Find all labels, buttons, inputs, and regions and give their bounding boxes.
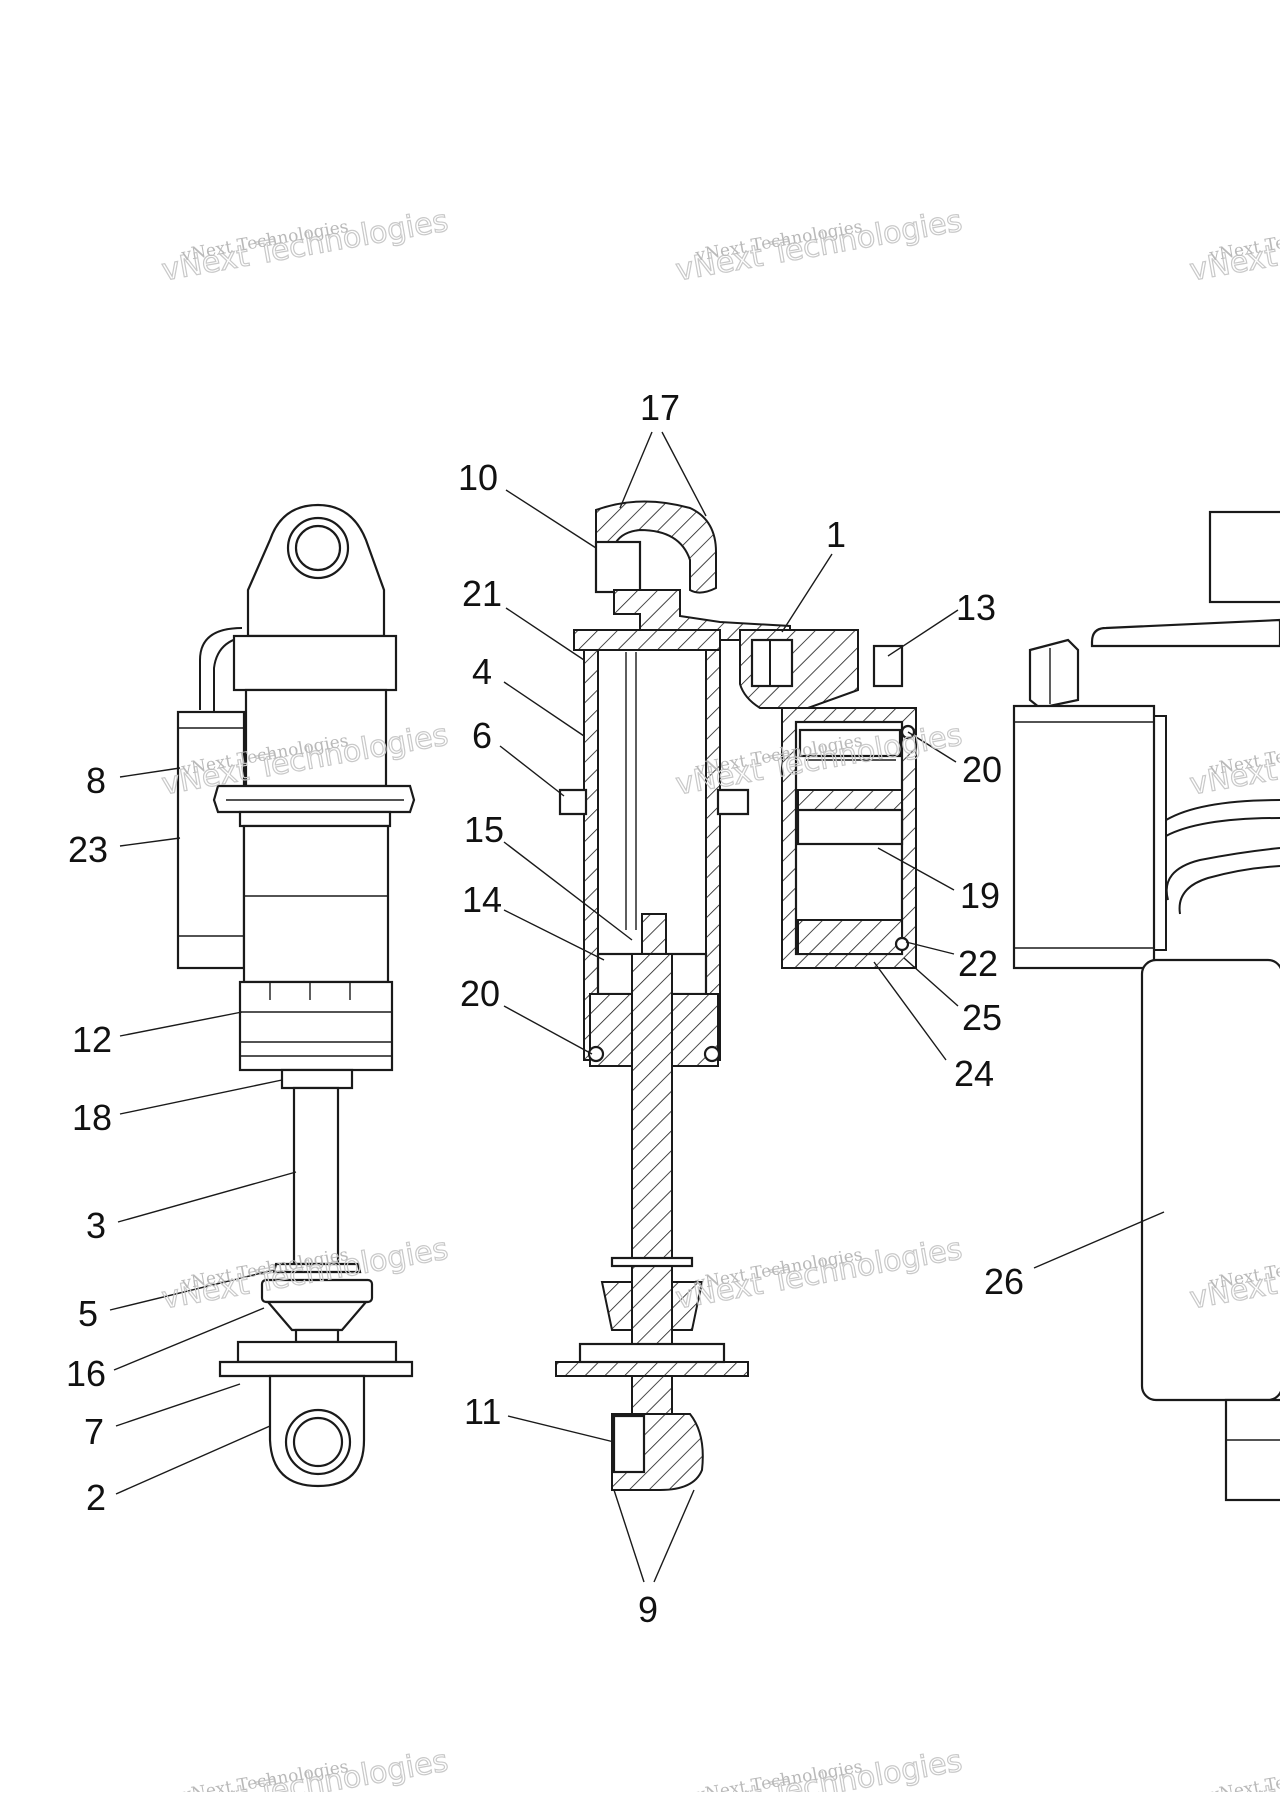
callout-9: 9 [638,1589,658,1630]
callout-21: 21 [462,573,502,614]
callout-3: 3 [86,1205,106,1246]
watermark: vNext Technologies vNext Technologies [1187,203,1280,289]
callout-4: 4 [472,651,492,692]
watermark: vNext Technologies vNext Technologies [1187,717,1280,803]
callout-8: 8 [86,760,106,801]
callout-20-right: 20 [962,749,1002,790]
watermark: vNext Technologies vNext Technologies [159,1743,452,1797]
callout-10: 10 [458,457,498,498]
callout-23: 23 [68,829,108,870]
callout-14: 14 [462,879,502,920]
callout-12: 12 [72,1019,112,1060]
callout-25: 25 [962,997,1002,1038]
callout-16: 16 [66,1353,106,1394]
callout-6: 6 [472,715,492,756]
callout-2: 2 [86,1477,106,1518]
callout-1: 1 [826,514,846,555]
callout-labels: 1 2 3 4 5 6 7 8 9 10 11 12 13 14 15 16 1… [66,387,1024,1630]
callout-19: 19 [960,875,1000,916]
watermark: vNext Technologies vNext Technologies [673,1743,966,1797]
watermark-text: vNext Technologies [1207,1757,1280,1792]
callout-5: 5 [78,1293,98,1334]
watermark: vNext Technologies vNext Technologies [1187,1743,1280,1797]
callout-15: 15 [464,809,504,850]
callout-24: 24 [954,1053,994,1094]
left-shock-view [176,503,416,1488]
watermark: vNext Technologies vNext Technologies [159,203,452,289]
callout-13: 13 [956,587,996,628]
watermark: vNext Technologies vNext Technologies [673,1231,966,1317]
leader-lines [109,431,1165,1583]
callout-11: 11 [464,1391,501,1432]
callout-20-left: 20 [460,973,500,1014]
callout-17: 17 [640,387,680,428]
callout-26: 26 [984,1261,1024,1302]
callout-18: 18 [72,1097,112,1138]
callout-22: 22 [958,943,998,984]
watermark: vNext Technologies vNext Technologies [673,203,966,289]
callout-7: 7 [84,1411,104,1452]
center-section-view [555,500,917,1491]
right-partial-view [1012,510,1280,1502]
